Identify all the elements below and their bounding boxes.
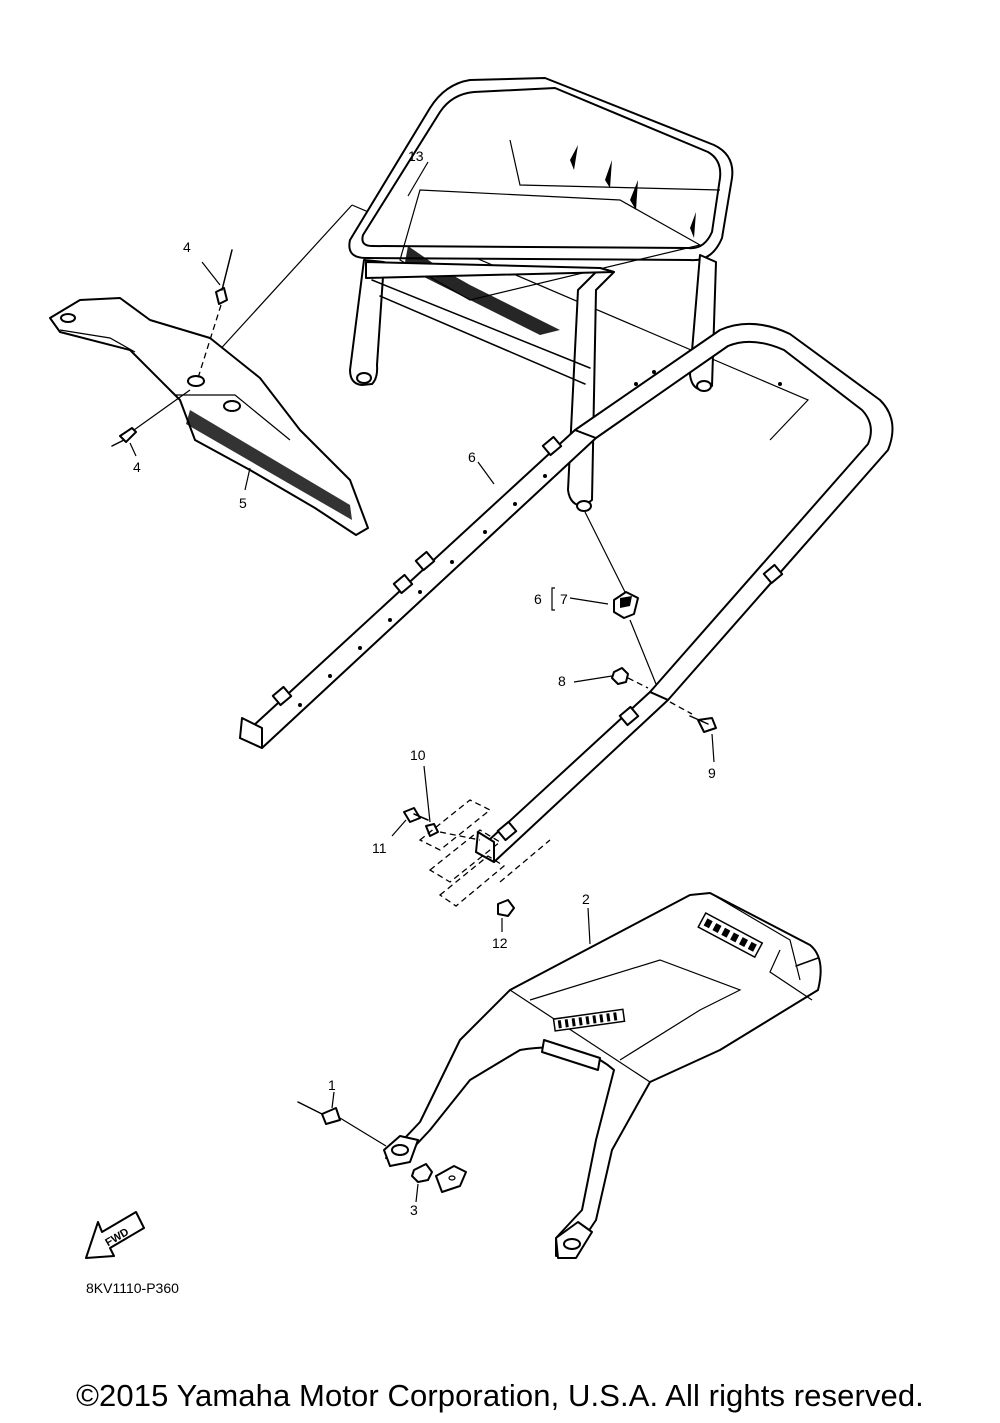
callout-6a: 6 <box>468 449 476 465</box>
callout-12: 12 <box>492 935 508 951</box>
leader-13 <box>407 161 429 197</box>
leader-5 <box>244 467 251 491</box>
leader-11 <box>391 819 407 837</box>
callout-5: 5 <box>239 495 247 511</box>
leader-1 <box>331 1091 335 1109</box>
callout-4b: 4 <box>133 459 141 475</box>
leader-10 <box>423 765 431 823</box>
callout-4a: 4 <box>183 239 191 255</box>
leader-2 <box>587 907 591 945</box>
callout-1: 1 <box>328 1077 336 1093</box>
hardware-10-11-12: 10 11 12 <box>372 747 551 951</box>
callout-7: 7 <box>560 591 568 607</box>
leader-4a <box>201 261 221 286</box>
leader-4b <box>129 442 137 457</box>
callout-6b: 6 <box>534 591 542 607</box>
hardware-1-3: 1 3 <box>297 1077 467 1218</box>
leader-3 <box>415 1183 419 1203</box>
flap-part-5: 4 4 5 <box>49 239 369 536</box>
fwd-arrow-icon: FWD <box>85 1211 145 1259</box>
leader-8 <box>573 675 613 683</box>
frame-part-6: 6 <box>239 322 894 863</box>
callout-3: 3 <box>410 1202 418 1218</box>
callout-11: 11 <box>372 840 387 856</box>
leader-9 <box>711 733 715 763</box>
hardware-7-8-9: 6 7 8 9 <box>534 587 717 781</box>
copyright-notice: ©2015 Yamaha Motor Corporation, U.S.A. A… <box>76 1378 924 1413</box>
callout-8: 8 <box>558 673 566 689</box>
leader-7 <box>569 597 609 605</box>
callout-10: 10 <box>410 747 426 763</box>
leader-6a <box>477 461 495 485</box>
seat-part-2: 2 <box>383 891 822 1259</box>
callout-9: 9 <box>708 765 716 781</box>
rail-clips <box>271 435 784 842</box>
callout-13: 13 <box>408 148 424 164</box>
diagram-code: 8KV1110-P360 <box>86 1280 179 1296</box>
rack-part-13: 13 <box>193 77 810 599</box>
parts-diagram: 13 6 <box>49 77 894 1259</box>
callout-2: 2 <box>582 891 590 907</box>
